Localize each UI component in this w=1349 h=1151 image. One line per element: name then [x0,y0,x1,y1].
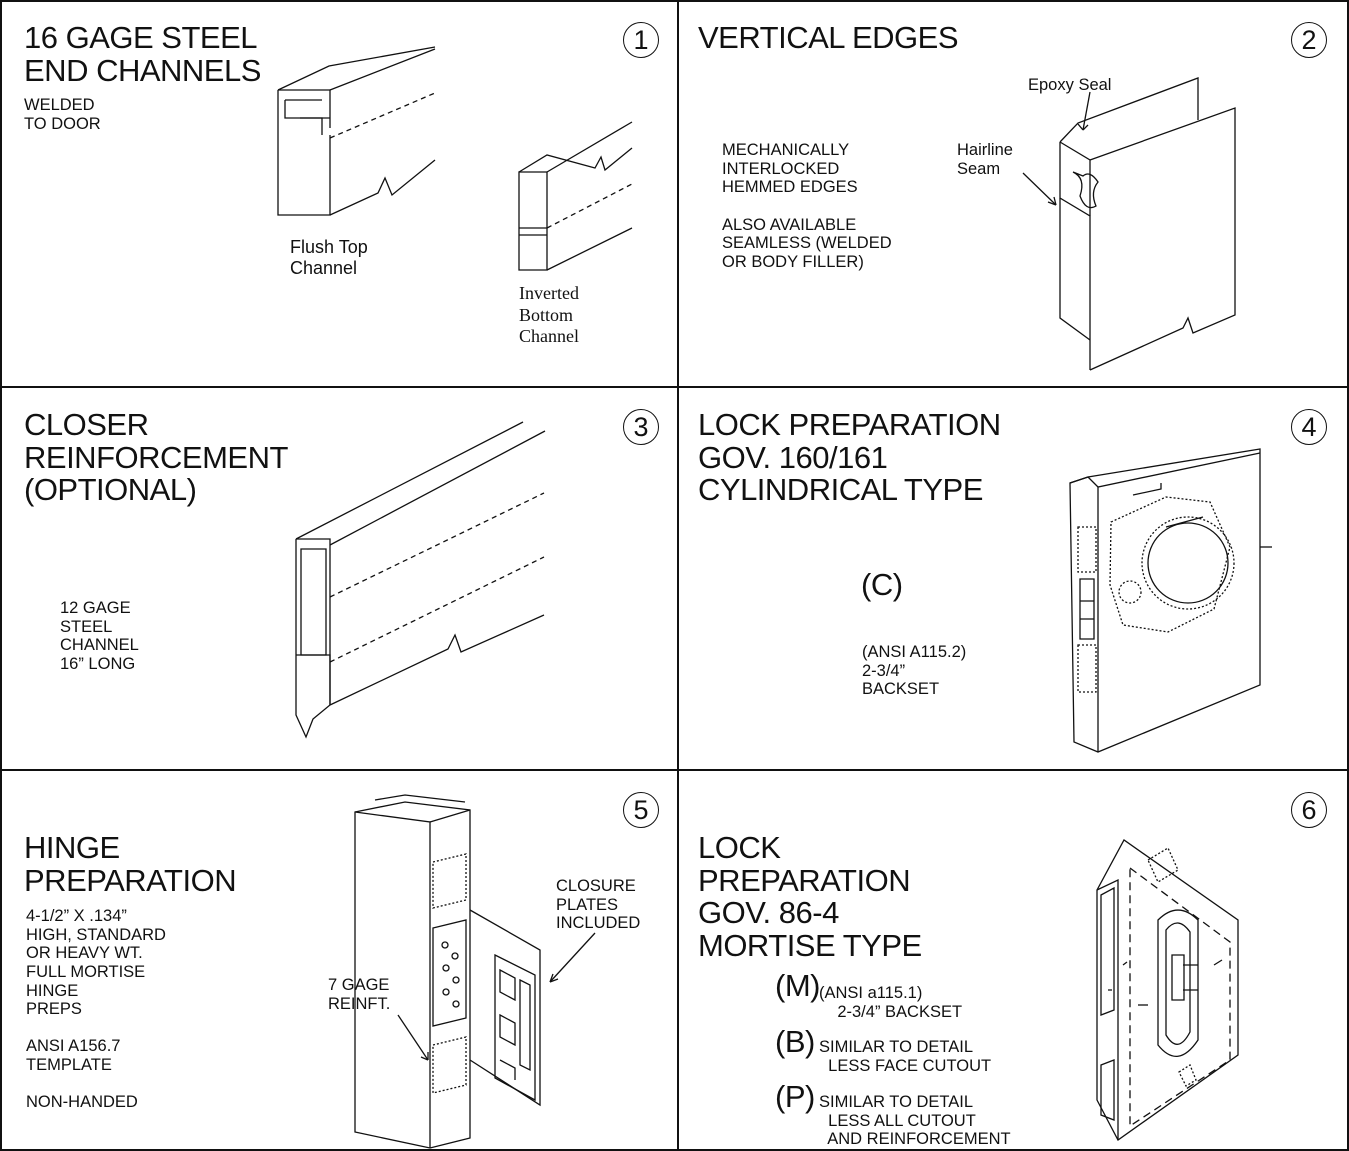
panel-title: LOCK PREPARATION GOV. 160/161 CYLINDRICA… [698,407,1001,508]
edge-description: MECHANICALLY INTERLOCKED HEMMED EDGES AL… [722,141,892,271]
panel-end-channels: 16 GAGE STEEL END CHANNELS WELDED TO DOO… [0,0,678,387]
detail-number-badge: 1 [623,22,659,58]
panel-hinge-preparation: HINGE PREPARATION 5 4-1/2” X .134” HIGH,… [0,770,678,1151]
reinforcement-label: 7 GAGE REINFT. [328,976,391,1013]
epoxy-seal-label: Epoxy Seal [1028,76,1112,94]
hinge-description: 4-1/2” X .134” HIGH, STANDARD OR HEAVY W… [26,907,166,1112]
cylindrical-lock-drawing [678,387,1349,770]
prep-code-b: (B) [775,1024,815,1059]
panel-title: HINGE PREPARATION [24,830,237,898]
panel-closer-reinforcement: CLOSER REINFORCEMENT (OPTIONAL) 3 12 GAG… [0,387,678,770]
panel-lock-cylindrical: LOCK PREPARATION GOV. 160/161 CYLINDRICA… [678,387,1349,770]
channel-description: 12 GAGE STEEL CHANNEL 16” LONG [60,599,139,673]
vertical-edge-drawing [678,0,1349,387]
panel-subtitle: WELDED TO DOOR [24,96,101,133]
panel-vertical-edges: VERTICAL EDGES 2 MECHANICALLY INTERLOCKE… [678,0,1349,387]
prep-code-p: (P) [775,1079,815,1114]
prep-text-b: SIMILAR TO DETAIL LESS FACE CUTOUT [819,1038,992,1075]
flush-top-channel-label: Flush Top Channel [290,237,368,278]
detail-number-badge: 6 [1291,792,1327,828]
prep-text-m: (ANSI a115.1) 2-3/4” BACKSET [819,984,963,1021]
hinge-preparation-drawing [0,770,678,1151]
backset-description: (ANSI A115.2) 2-3/4” BACKSET [862,643,967,699]
mortise-lock-drawing [678,770,1349,1151]
panel-title: VERTICAL EDGES [698,20,959,55]
hairline-seam-label: Hairline Seam [957,141,1013,178]
prep-code-m: (M) [775,968,820,1003]
inverted-bottom-channel-label: Inverted Bottom Channel [519,283,579,347]
panel-lock-mortise: LOCK PREPARATION GOV. 86-4 MORTISE TYPE … [678,770,1349,1151]
panel-title: CLOSER REINFORCEMENT (OPTIONAL) [24,407,288,508]
closer-reinforcement-drawing [0,387,678,770]
detail-number-badge: 4 [1291,409,1327,445]
detail-number-badge: 5 [623,792,659,828]
closure-plates-label: CLOSURE PLATES INCLUDED [556,877,641,933]
prep-text-p: SIMILAR TO DETAIL LESS ALL CUTOUT AND RE… [819,1093,1011,1149]
detail-number-badge: 2 [1291,22,1327,58]
panel-title: LOCK PREPARATION GOV. 86-4 MORTISE TYPE [698,830,922,963]
panel-title: 16 GAGE STEEL END CHANNELS [24,20,261,88]
end-channel-drawing [0,0,678,387]
detail-number-badge: 3 [623,409,659,445]
prep-code: (C) [861,567,903,602]
